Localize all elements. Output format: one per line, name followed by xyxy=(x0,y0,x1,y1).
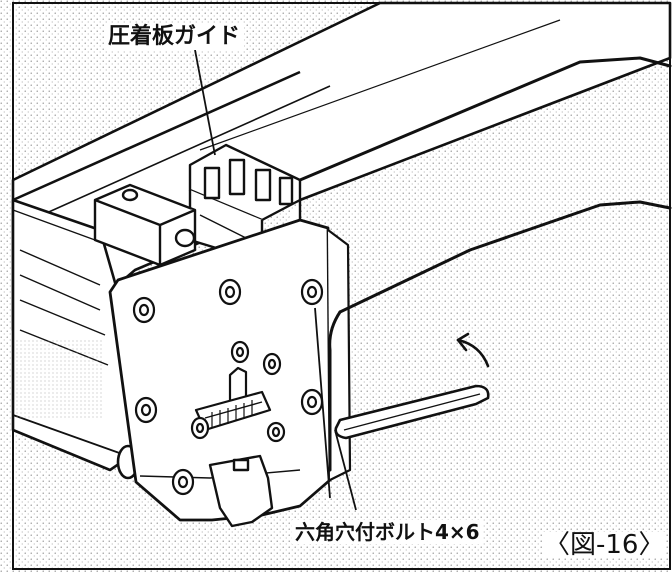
hex-bolt-label: 六角穴付ボルト4×6 xyxy=(292,520,483,544)
bolt-7 xyxy=(300,388,324,416)
latch xyxy=(208,454,274,528)
bolt-8 xyxy=(171,468,195,496)
bolt-6 xyxy=(134,396,158,424)
rotation-arrow xyxy=(456,332,490,368)
bolt-1 xyxy=(132,296,156,324)
guide-label: 圧着板ガイド xyxy=(104,24,245,50)
leader-lines xyxy=(194,49,357,511)
figure-number: 〈図-16〉 xyxy=(542,530,667,560)
bolt-4 xyxy=(230,340,250,364)
plate-bolts xyxy=(132,278,324,496)
motor-housing xyxy=(11,198,140,480)
bearing-block xyxy=(93,183,197,267)
bolt-9 xyxy=(266,421,286,443)
worksheet-outline xyxy=(298,56,672,472)
front-plate xyxy=(108,218,352,522)
bolt-5 xyxy=(262,352,282,376)
bolt-2 xyxy=(218,278,242,306)
lever-mechanism xyxy=(190,366,272,440)
bolt-3 xyxy=(300,278,324,306)
